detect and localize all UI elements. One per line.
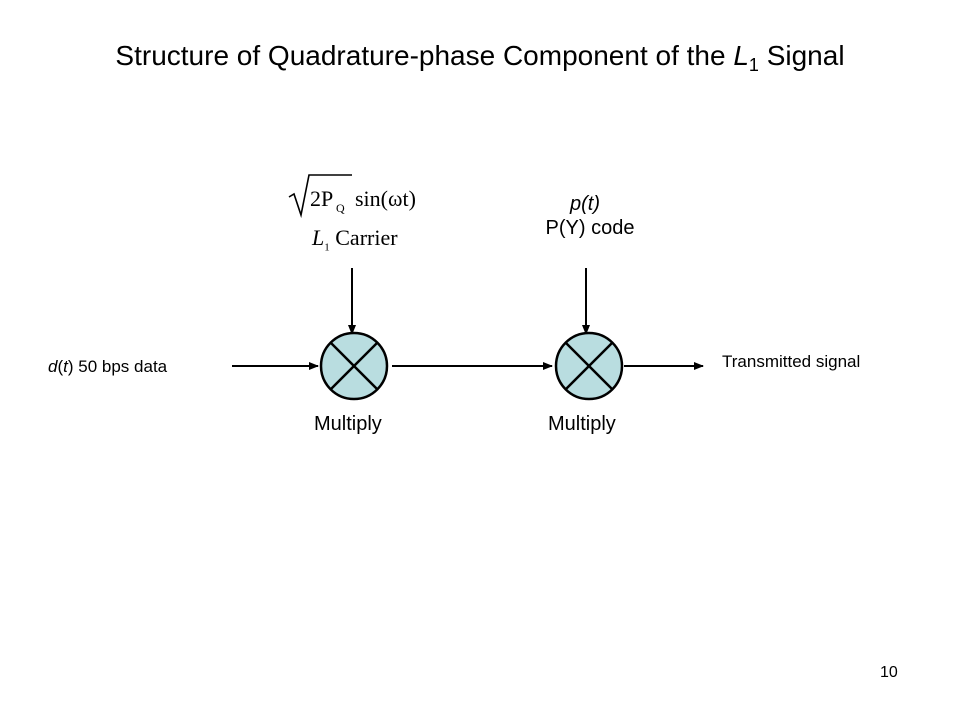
multiplier-2 xyxy=(554,331,624,401)
carrier-text: Carrier xyxy=(329,225,398,250)
radical-sign xyxy=(288,174,352,219)
title-suffix: Signal xyxy=(758,40,845,71)
code-variable: p(t) xyxy=(570,193,600,215)
carrier-name: L1 Carrier xyxy=(312,225,398,253)
multiplier-1-label: Multiply xyxy=(314,413,382,435)
code-name: P(Y) code xyxy=(545,217,635,239)
title-symbol: L xyxy=(733,40,749,71)
carrier-coeff-sub: Q xyxy=(336,201,345,215)
multiplier-1 xyxy=(319,331,389,401)
page-number: 10 xyxy=(880,664,898,681)
page-title: Structure of Quadrature-phase Component … xyxy=(0,40,960,75)
output-label: Transmitted signal xyxy=(722,352,861,371)
carrier-symbol: L xyxy=(312,225,325,250)
carrier-formula: 2P Q sin(ωt) xyxy=(288,174,416,219)
carrier-func: sin(ωt) xyxy=(355,186,416,211)
input-label: d(t) 50 bps data xyxy=(48,357,167,377)
carrier-subscript: 1 xyxy=(324,241,330,254)
input-text: 50 bps data xyxy=(73,357,168,376)
multiplier-2-label: Multiply xyxy=(548,413,616,435)
carrier-coeff: 2P xyxy=(310,186,333,211)
input-var: d xyxy=(48,357,58,376)
title-subscript: 1 xyxy=(748,55,759,75)
input-arg: (t) xyxy=(57,357,74,376)
title-text: Structure of Quadrature-phase Component … xyxy=(115,40,734,71)
